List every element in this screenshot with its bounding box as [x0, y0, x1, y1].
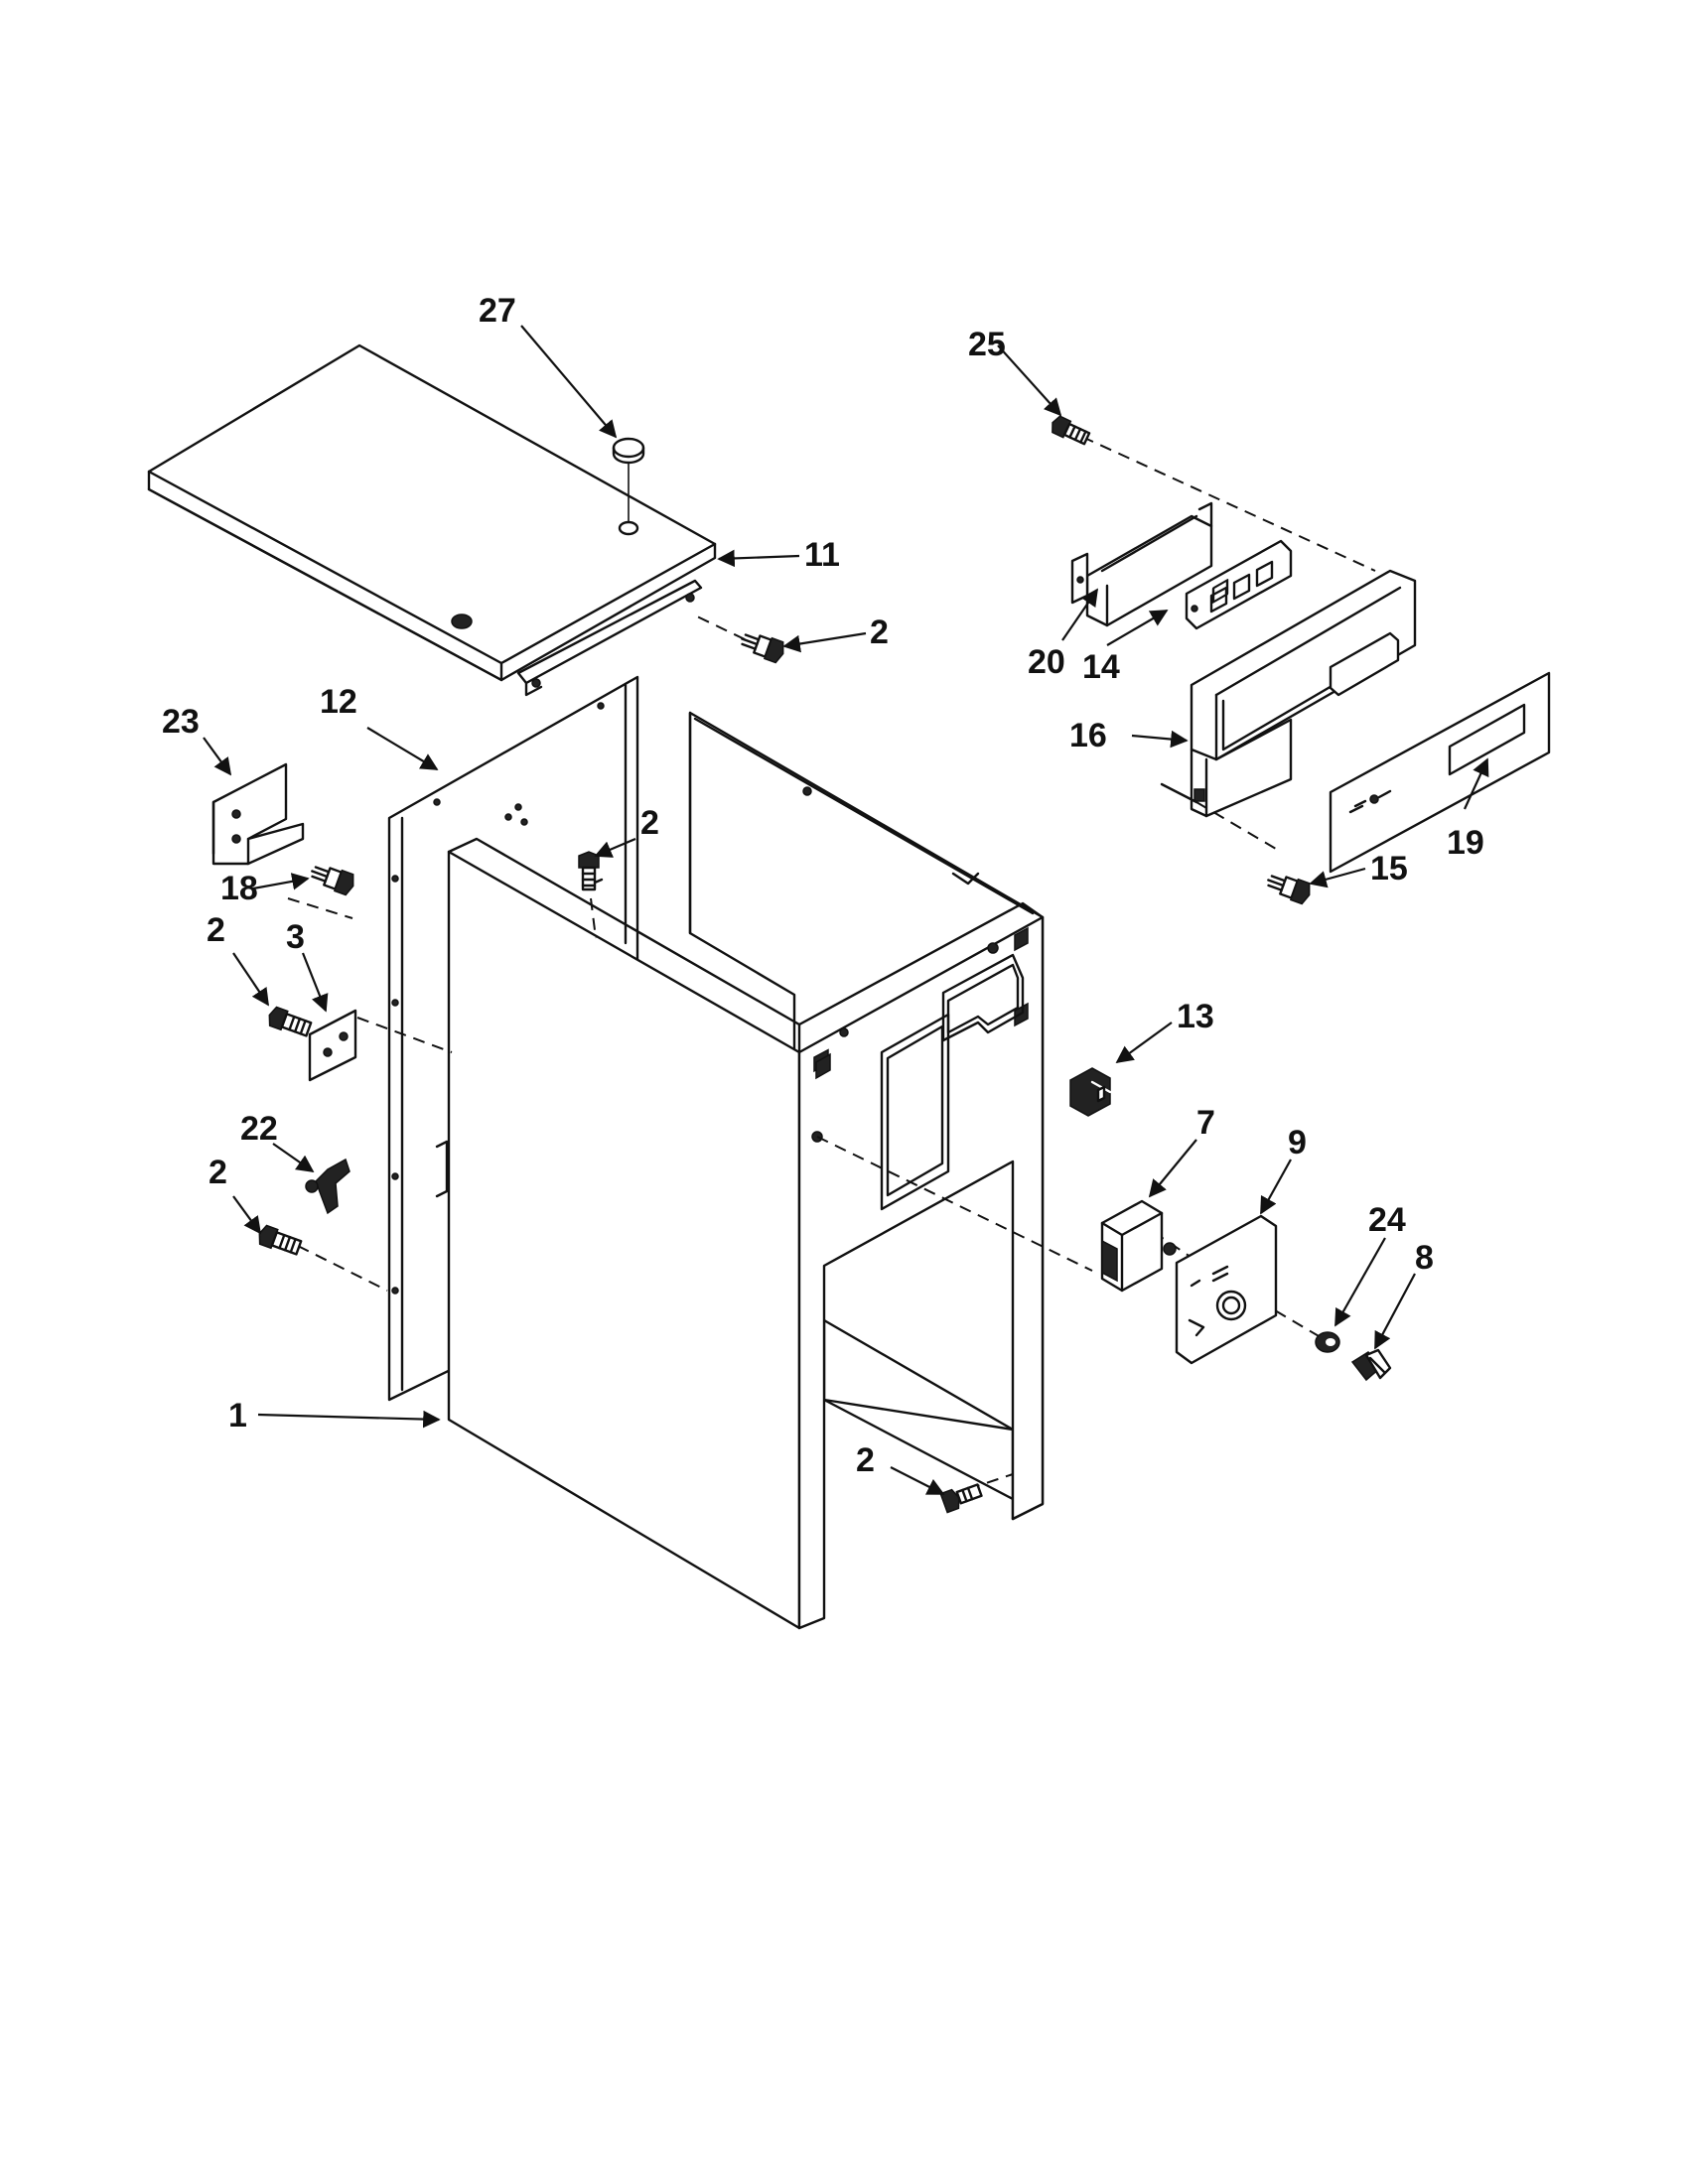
screw — [258, 1224, 303, 1256]
callout-11: 11 — [804, 536, 840, 574]
retainer-clip — [305, 1158, 351, 1215]
switch — [1100, 1199, 1177, 1293]
callout-23: 23 — [162, 703, 200, 741]
front-panel — [447, 837, 1045, 1630]
callout-2: 2 — [209, 1154, 227, 1191]
screw — [268, 1006, 313, 1037]
screw — [1267, 875, 1311, 905]
nut — [1315, 1331, 1340, 1353]
plug-button — [612, 437, 645, 522]
callout-12: 12 — [320, 683, 357, 721]
screw — [939, 1483, 983, 1514]
callout-7: 7 — [1196, 1104, 1215, 1142]
switch-plate — [1175, 1214, 1278, 1365]
indicator-bracket — [1185, 539, 1293, 630]
callout-25: 25 — [968, 326, 1006, 363]
callout-19: 19 — [1447, 824, 1484, 862]
screw — [1052, 415, 1091, 446]
callout-16: 16 — [1069, 717, 1107, 754]
screw — [311, 866, 354, 896]
callout-9: 9 — [1288, 1124, 1307, 1161]
callout-18: 18 — [220, 870, 258, 907]
control-panel — [1190, 569, 1417, 818]
leader-lines — [203, 325, 1489, 1495]
callout-2: 2 — [207, 911, 225, 949]
callout-24: 24 — [1368, 1201, 1406, 1239]
screw — [578, 851, 600, 891]
latch-plate — [308, 1009, 357, 1082]
knob — [1350, 1348, 1392, 1382]
callout-27: 27 — [479, 292, 516, 330]
callout-2: 2 — [870, 614, 889, 651]
screw — [741, 633, 784, 664]
side-bracket — [211, 762, 305, 866]
callout-14: 14 — [1082, 648, 1120, 686]
top-cover — [147, 343, 717, 697]
callout-2: 2 — [856, 1441, 875, 1479]
callout-8: 8 — [1415, 1239, 1434, 1277]
callout-20: 20 — [1028, 643, 1065, 681]
overlay-label — [1329, 671, 1551, 874]
callout-15: 15 — [1370, 850, 1408, 887]
callout-labels: 27 11 2 25 20 14 16 19 15 23 12 2 18 2 3… — [162, 292, 1484, 1479]
bracket — [1070, 501, 1213, 627]
callout-3: 3 — [286, 918, 305, 956]
callout-2: 2 — [640, 804, 659, 842]
callout-22: 22 — [240, 1110, 278, 1148]
callout-13: 13 — [1177, 998, 1214, 1035]
callout-1: 1 — [228, 1397, 247, 1434]
indicator-light — [1069, 1067, 1112, 1117]
